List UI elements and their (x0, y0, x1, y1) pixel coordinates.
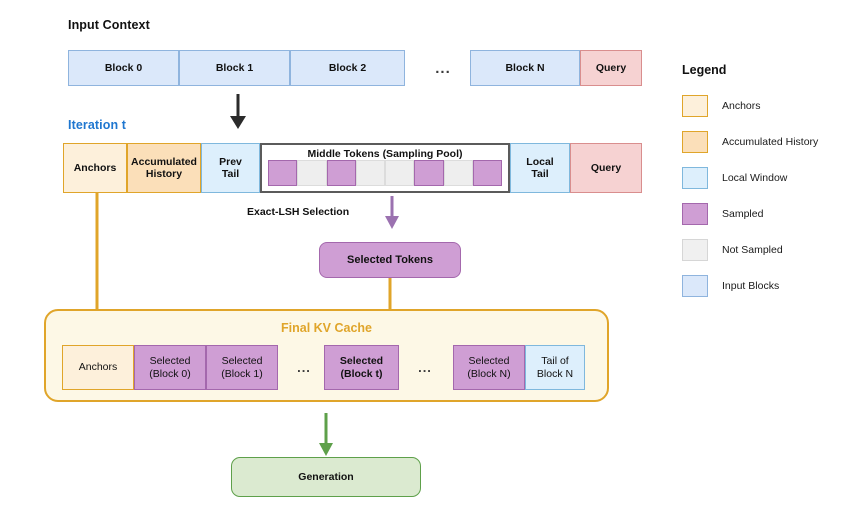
kv-seln-line1: Selected (468, 355, 510, 368)
arrow-pool-to-selected-tokens (385, 196, 399, 229)
pool-cell-2-sampled (326, 160, 356, 186)
legend-label-1: Accumulated History (722, 136, 819, 148)
kv-sel0-line1: Selected (149, 355, 191, 368)
legend-row-1: Accumulated History (682, 131, 837, 153)
swatch-input-icon (682, 275, 708, 297)
input-row-ellipsis: ... (435, 59, 451, 77)
legend-row-4: Not Sampled (682, 239, 837, 261)
final-kv-cache-title: Final KV Cache (281, 321, 372, 335)
iter-anchors-cell: Anchors (63, 143, 127, 193)
legend-label-4: Not Sampled (722, 244, 783, 256)
iter-prev-tail-line2: Tail (221, 168, 240, 180)
legend-row-5: Input Blocks (682, 275, 837, 297)
legend-row-0: Anchors (682, 95, 837, 117)
exact-lsh-selection-label: Exact-LSH Selection (247, 206, 350, 218)
iter-query-cell: Query (570, 143, 642, 193)
legend-label-2: Local Window (722, 172, 788, 184)
legend-title: Legend (682, 63, 727, 77)
kv-selt-line1: Selected (339, 355, 384, 368)
kv-tail-line1: Tail of (541, 355, 569, 368)
kv-selt-line2: (Block t) (340, 367, 383, 380)
pool-cell-4-not-sampled (385, 160, 415, 186)
pool-cell-1-not-sampled (297, 160, 327, 186)
legend-label-0: Anchors (722, 100, 761, 112)
iter-accumulated-history-cell: Accumulated History (127, 143, 201, 193)
pool-cell-6-not-sampled (443, 160, 473, 186)
kv-selected-block-t: Selected (Block t) (324, 345, 399, 390)
iter-history-line2: History (145, 168, 183, 180)
iter-prev-tail-line1: Prev (219, 155, 242, 168)
arrow-input-to-iteration (230, 94, 246, 129)
legend-label-3: Sampled (722, 208, 764, 220)
pool-cell-5-sampled (414, 160, 444, 186)
kv-tail-of-block-n: Tail of Block N (525, 345, 585, 390)
arrow-kv-to-generation (319, 413, 333, 456)
swatch-history-icon (682, 131, 708, 153)
pool-cell-3-not-sampled (355, 160, 385, 186)
middle-tokens-sampling-pool: Middle Tokens (Sampling Pool) (260, 143, 510, 193)
swatch-anchors-icon (682, 95, 708, 117)
swatch-local-icon (682, 167, 708, 189)
pool-cell-row (262, 160, 508, 186)
swatch-sampled-icon (682, 203, 708, 225)
pool-cell-0-sampled (268, 160, 298, 186)
swatch-not-sampled-icon (682, 239, 708, 261)
kv-selected-block-n: Selected (Block N) (453, 345, 525, 390)
input-block-1: Block 1 (179, 50, 290, 86)
iter-local-tail-line2: Tail (531, 168, 549, 180)
input-block-n: Block N (470, 50, 580, 86)
input-context-title: Input Context (68, 18, 150, 32)
kv-ellipsis-left: ... (297, 360, 311, 375)
kv-selected-block-1: Selected (Block 1) (206, 345, 278, 390)
iter-prev-tail-cell: Prev Tail (201, 143, 260, 193)
pool-title: Middle Tokens (Sampling Pool) (307, 148, 463, 160)
kv-sel1-line1: Selected (221, 355, 263, 368)
input-query-block: Query (580, 50, 642, 86)
input-block-0: Block 0 (68, 50, 179, 86)
kv-sel0-line2: (Block 0) (149, 367, 191, 380)
legend-label-5: Input Blocks (722, 280, 780, 292)
input-block-2: Block 2 (290, 50, 405, 86)
iter-local-tail-cell: Local Tail (510, 143, 570, 193)
kv-sel1-line2: (Block 1) (221, 367, 263, 380)
selected-tokens-box: Selected Tokens (319, 242, 461, 278)
kv-seln-line2: (Block N) (467, 367, 511, 380)
legend-row-3: Sampled (682, 203, 837, 225)
kv-tail-line2: Block N (536, 367, 574, 380)
kv-anchors-cell: Anchors (62, 345, 134, 390)
kv-ellipsis-right: ... (418, 360, 432, 375)
pool-cell-7-sampled (472, 160, 502, 186)
iteration-title: Iteration t (68, 118, 127, 132)
iter-local-tail-line1: Local (526, 155, 554, 168)
legend-row-2: Local Window (682, 167, 837, 189)
iter-history-line1: Accumulated (131, 155, 197, 168)
kv-selected-block-0: Selected (Block 0) (134, 345, 206, 390)
generation-box: Generation (231, 457, 421, 497)
